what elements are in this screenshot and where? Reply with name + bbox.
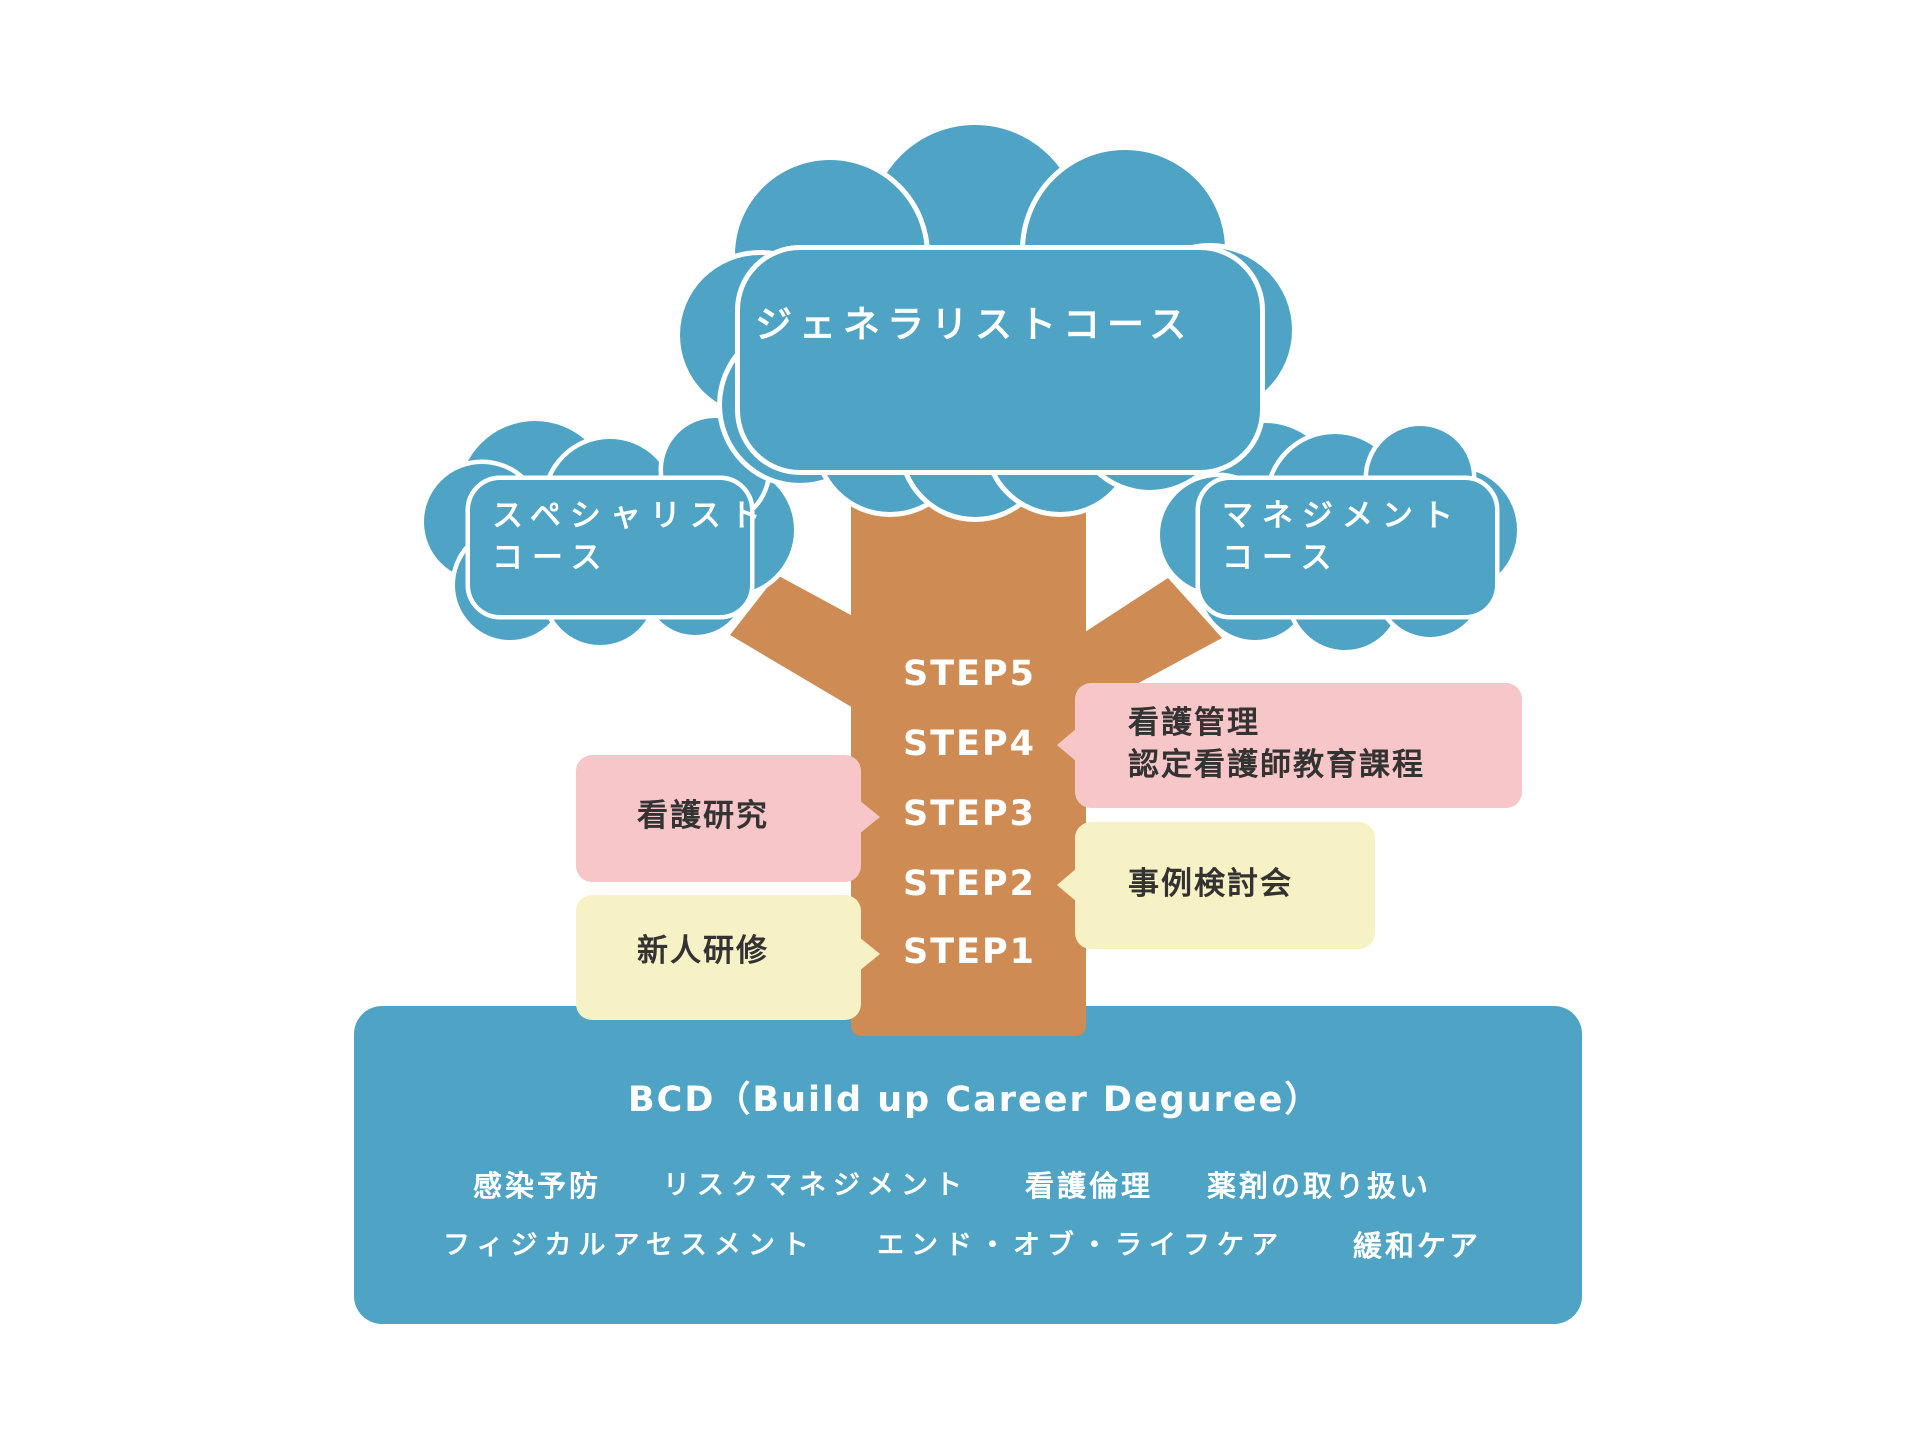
right-branch (1085, 578, 1222, 712)
topic-medication-handling: 薬剤の取り扱い (1207, 1169, 1432, 1203)
case-study-text: 事例検討会 (1128, 866, 1293, 902)
generalist-cloud (675, 120, 1297, 522)
box-nursing-research-pointer (859, 800, 880, 834)
box-case-study-pointer (1057, 868, 1077, 902)
management-cloud (1155, 418, 1522, 655)
bcd-title: BCD（Build up Career Deguree） (628, 1080, 1322, 1120)
topic-physical-assessment: フィジカルアセスメント (443, 1230, 816, 1261)
box-management-training-pointer (1057, 728, 1077, 762)
left-branch (730, 575, 860, 712)
topic-risk-management: リスクマネジメント (663, 1170, 969, 1201)
generalist-course-label: ジェネラリストコース (755, 303, 1194, 346)
topic-palliative-care: 緩和ケア (1353, 1229, 1482, 1263)
topic-infection-prevention: 感染予防 (473, 1169, 602, 1203)
specialist-cloud (419, 413, 799, 650)
topic-end-of-life-care: エンド・オブ・ライフケア (877, 1230, 1285, 1261)
topic-nursing-ethics: 看護倫理 (1025, 1169, 1154, 1203)
step1-label: STEP1 (903, 932, 1036, 972)
management-training-line1: 看護管理 (1128, 705, 1260, 741)
trunk (851, 496, 1086, 1036)
management-course-label-line2: コース (1222, 540, 1341, 576)
bcd-foundation (354, 1006, 1582, 1324)
new-staff-training-text: 新人研修 (637, 933, 769, 969)
specialist-course-label-line2: コース (492, 540, 611, 576)
management-course-label-line1: マネジメント (1222, 498, 1462, 534)
box-nursing-research (576, 755, 861, 882)
box-case-study (1075, 822, 1375, 949)
step2-label: STEP2 (903, 864, 1036, 904)
box-management-training (1075, 683, 1522, 808)
management-training-line2: 認定看護師教育課程 (1128, 747, 1425, 783)
step5-label: STEP5 (903, 654, 1036, 694)
box-new-staff-training-pointer (859, 937, 880, 971)
nursing-research-text: 看護研究 (637, 798, 769, 834)
specialist-course-label-line1: スペシャリスト (492, 498, 770, 534)
step4-label: STEP4 (903, 724, 1036, 764)
box-new-staff-training (576, 895, 861, 1020)
step3-label: STEP3 (903, 794, 1036, 834)
